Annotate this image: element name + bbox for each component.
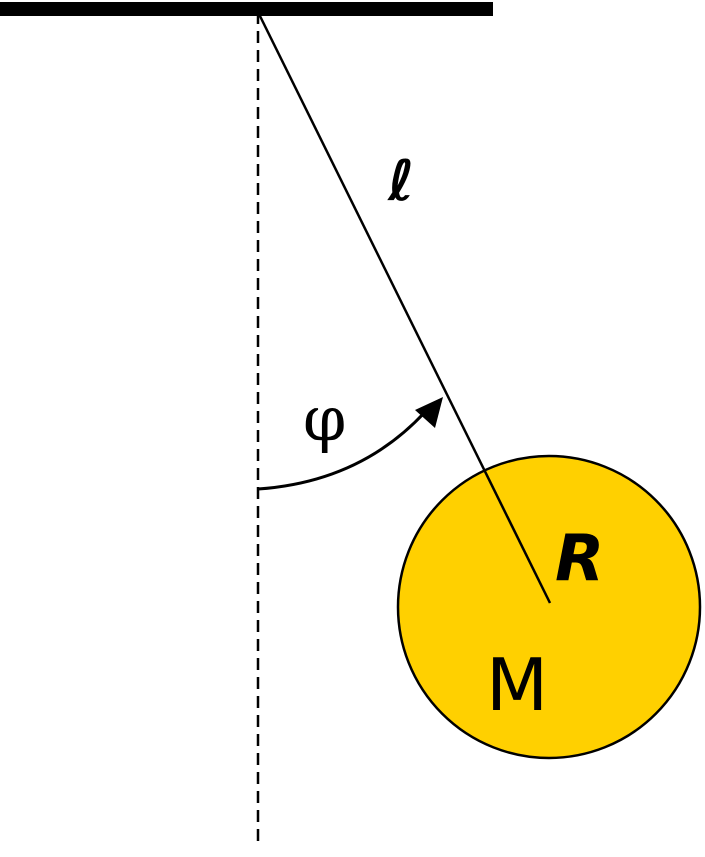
pendulum-string	[256, 11, 552, 604]
length-label: ℓ	[387, 149, 414, 214]
mass-label: M	[486, 643, 548, 727]
pendulum-bob	[396, 454, 702, 760]
ceiling-bar	[0, 2, 493, 16]
angle-arc-arrow	[257, 410, 427, 491]
arrowhead-icon	[415, 397, 443, 428]
radius-label: R	[555, 522, 604, 596]
angle-label: φ	[303, 382, 346, 455]
